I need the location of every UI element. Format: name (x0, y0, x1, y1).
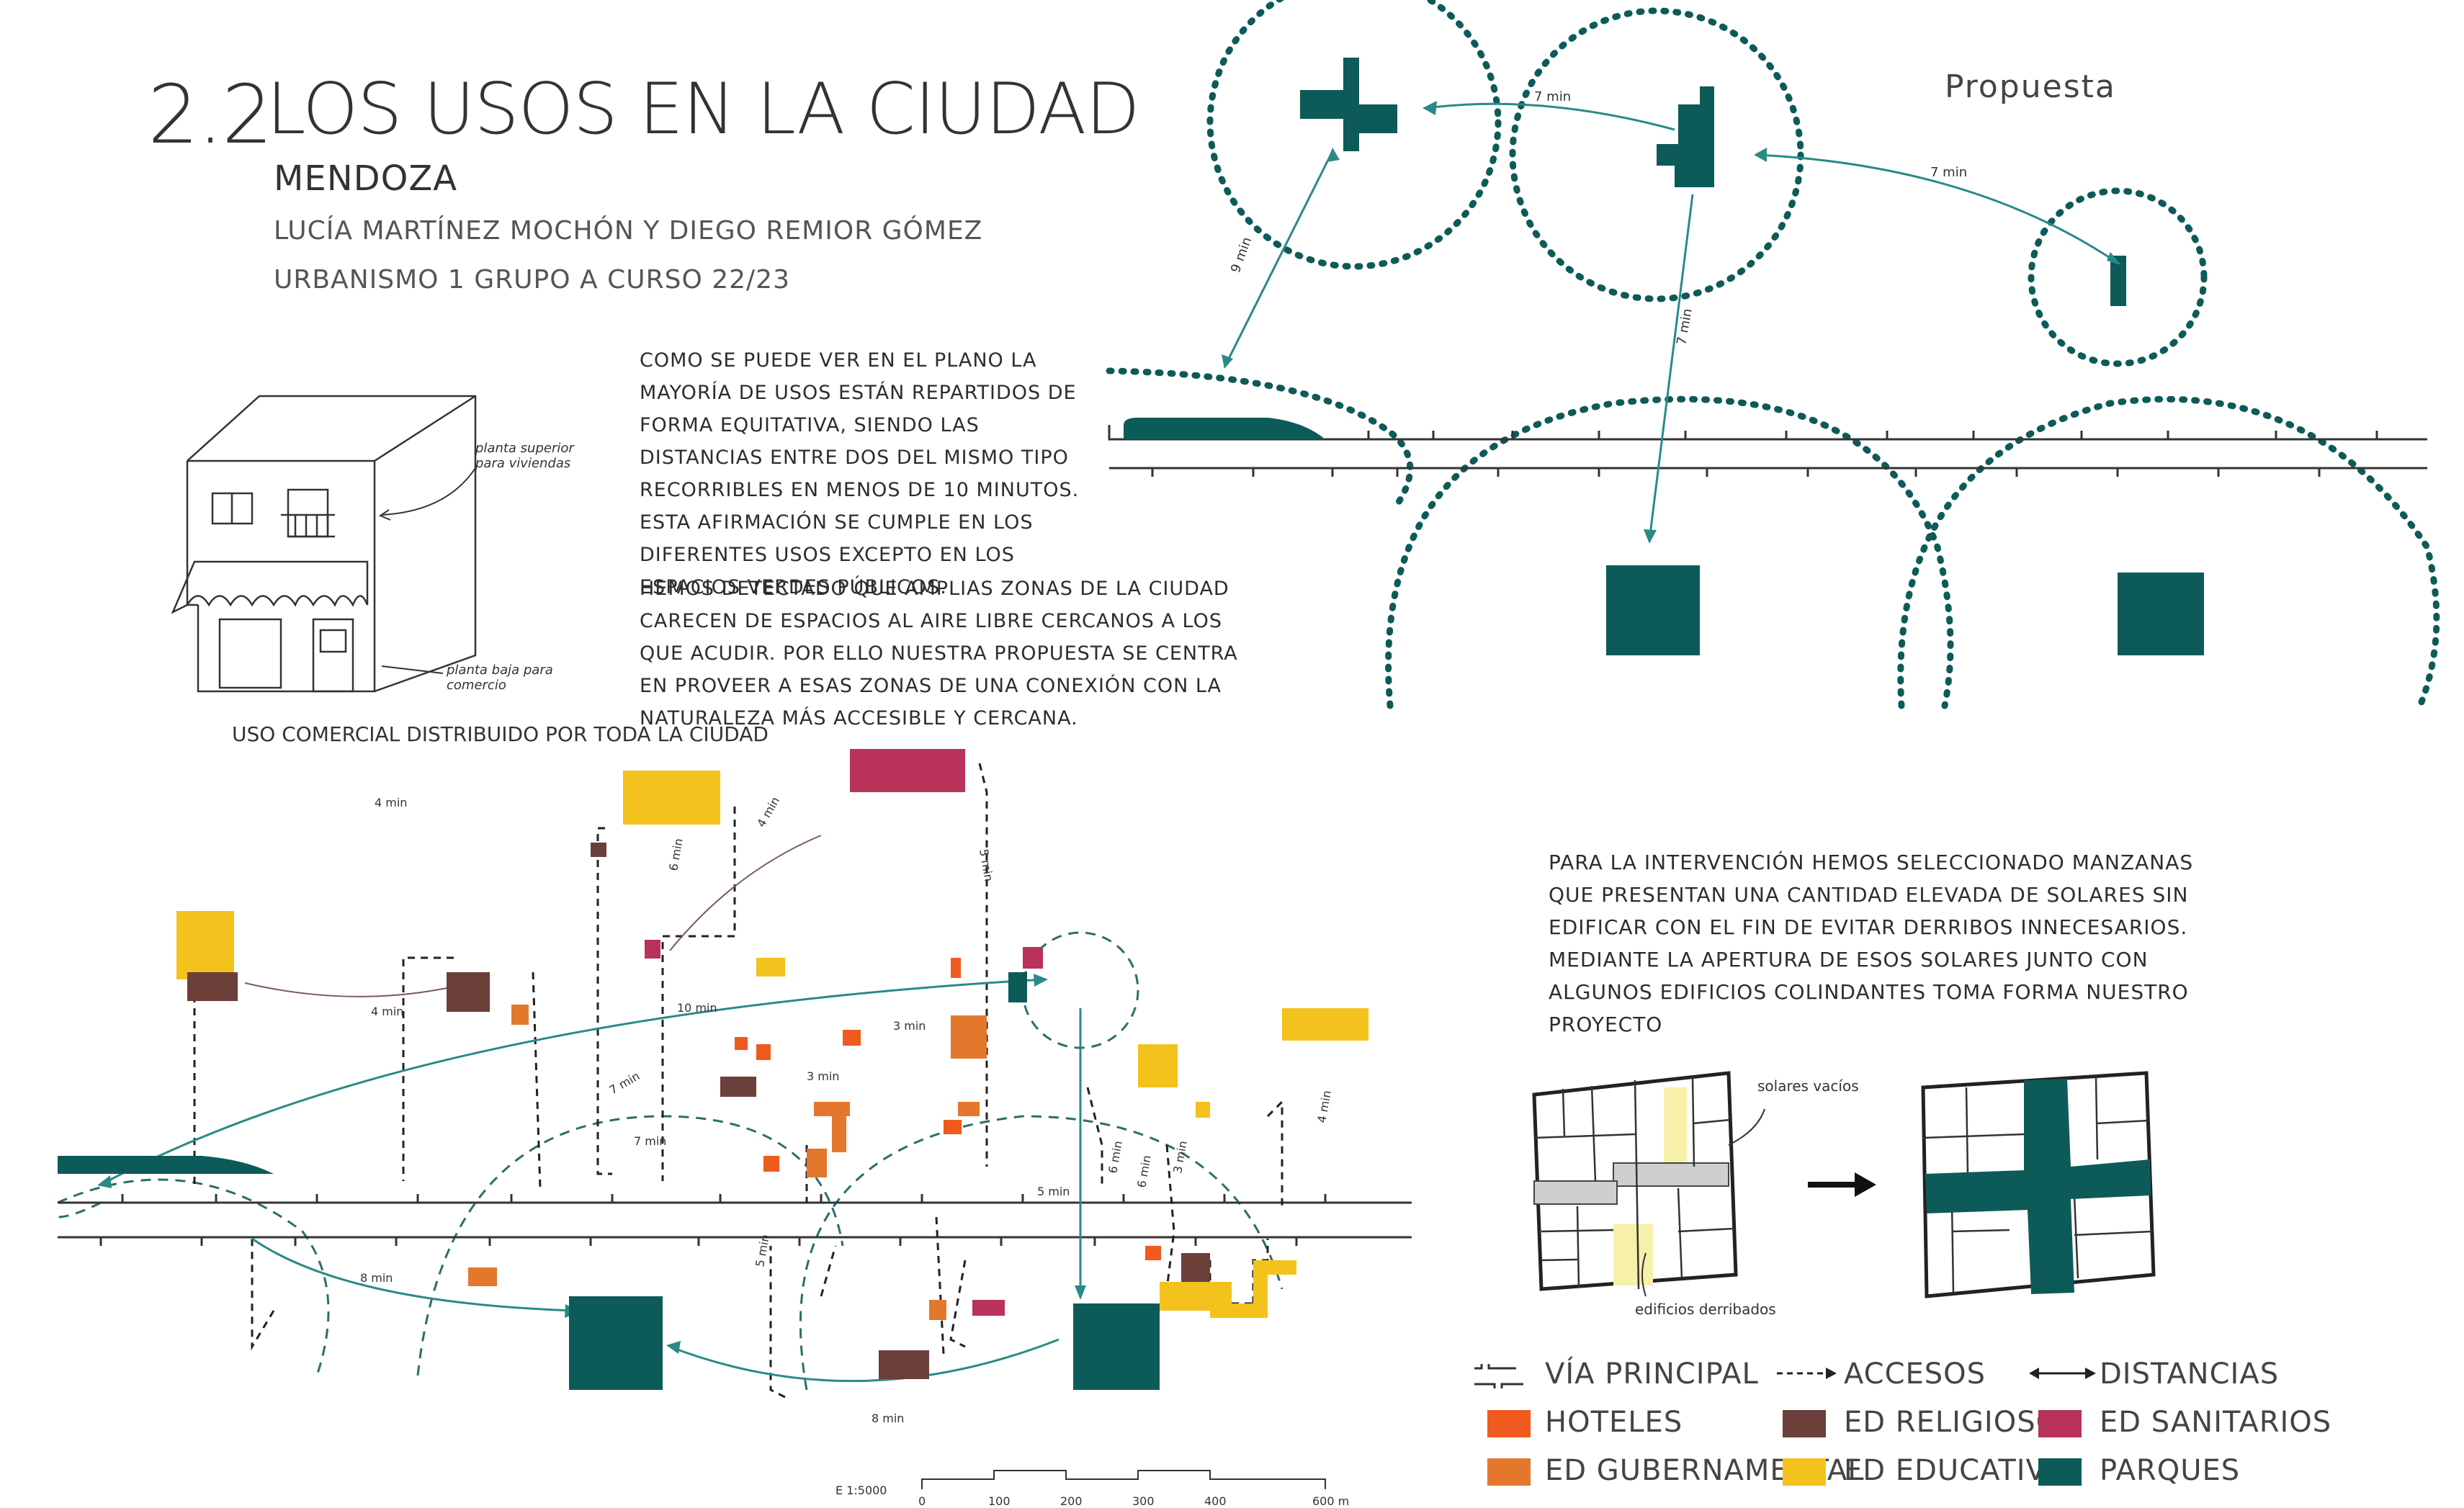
legend-label: ED SANITARIOS (2100, 1406, 2332, 1439)
legend: VÍA PRINCIPAL ACCESOS DISTANCIAS HOTELES… (1473, 1354, 2424, 1498)
proposal-range-circle (1206, 0, 1502, 270)
map-park (1008, 972, 1027, 1002)
map-time-label: 5 min (753, 1234, 772, 1268)
scale-tick: 600 m (1312, 1494, 1350, 1508)
legend-label: ACCESOS (1844, 1357, 1986, 1391)
hotel-swatch (1487, 1410, 1531, 1437)
map-time-label: 4 min (1314, 1090, 1334, 1124)
double-arrow-legend-icon (2029, 1368, 2096, 1379)
transformation-arrow (1808, 1172, 1876, 1197)
park-swatch (2038, 1458, 2082, 1486)
note-ground-floor: planta baja para comercio (447, 663, 553, 693)
proposal-park (1606, 565, 1700, 655)
education-building (623, 771, 720, 825)
map-buildings (176, 749, 1368, 1390)
proposal-range-circle (1509, 7, 1804, 302)
map-time-label: 8 min (360, 1271, 393, 1285)
proposal-time-label: 7 min (1930, 165, 1967, 180)
page-title: LOS USOS EN LA CIUDAD (266, 68, 1140, 151)
map-time-label: 5 min (1037, 1185, 1070, 1198)
scale-tick: 0 (918, 1494, 926, 1508)
course-info: URBANISMO 1 GRUPO A CURSO 22/23 (274, 265, 790, 295)
health-swatch (2038, 1410, 2082, 1437)
map-time-label: 3 min (1170, 1140, 1190, 1175)
proposal-time-label: 7 min (1534, 89, 1571, 104)
proposal-range-circle (2028, 187, 2208, 367)
proposal-time-label: 9 min (1228, 235, 1255, 274)
dashed-arrow-legend-icon (1777, 1368, 1837, 1379)
scale-tick: 300 (1132, 1494, 1155, 1508)
education-building (176, 911, 234, 979)
education-swatch (1783, 1458, 1826, 1486)
intro-paragraph-1: Como se puede ver en el plano la mayoría… (640, 349, 1080, 598)
legend-label: HOTELES (1545, 1406, 1683, 1439)
label-empty-lots: solares vacíos (1757, 1077, 1859, 1095)
city-subtitle: MENDOZA (274, 158, 458, 199)
map-time-label: 4 min (371, 1005, 403, 1018)
health-building (850, 749, 965, 792)
proposal-park (2118, 573, 2204, 655)
religious-swatch (1783, 1410, 1826, 1437)
proposal-park (1124, 418, 1325, 439)
intro-paragraph-2: Hemos detectado que amplias zonas de la … (640, 578, 1238, 730)
label-demolished: edificios derribados (1635, 1301, 1776, 1318)
scale-tick: 400 (1204, 1494, 1227, 1508)
map-time-label: 6 min (1106, 1140, 1125, 1175)
map-park (58, 1156, 274, 1174)
map-time-label: 7 min (634, 1134, 666, 1148)
intervention-text: Para la intervención hemos seleccionado … (1549, 851, 2194, 1036)
authors: LUCÍA MARTÍNEZ MOCHÓN Y DIEGO REMIOR GÓM… (274, 216, 983, 246)
commercial-building-sketch (171, 395, 477, 693)
block-before (1532, 1071, 1738, 1291)
scale-bar (921, 1470, 1326, 1489)
map-time-label: 5 min (977, 848, 996, 882)
road-legend-icon (1474, 1364, 1523, 1388)
intervention-diagram: solares vacíos edificios derribados (1532, 1071, 2156, 1318)
map-time-label: 6 min (1134, 1154, 1154, 1189)
map-time-label: 8 min (872, 1411, 904, 1425)
note-upper-floor: planta superior para viviendas (475, 441, 574, 471)
proposal-park (1657, 86, 1714, 187)
block-after (1921, 1071, 2156, 1298)
section-number: 2.2 (148, 68, 273, 162)
proposal-diagram: 7 min 7 min 9 min 7 min (1106, 0, 2440, 709)
proposal-park (2110, 256, 2126, 306)
legend-label: ED EDUCATIVO (1844, 1454, 2069, 1487)
scale-tick: 200 (1060, 1494, 1083, 1508)
map-time-label: 10 min (677, 1001, 717, 1015)
legend-label: PARQUES (2100, 1454, 2241, 1487)
map-park (1073, 1303, 1160, 1390)
map-time-label: 4 min (375, 796, 407, 809)
religious-building (187, 972, 238, 1001)
map-time-label: 4 min (754, 794, 782, 830)
government-swatch (1487, 1458, 1531, 1486)
scale-label: E 1:5000 (835, 1484, 887, 1497)
uses-map: 4 min 4 min 6 min 4 min 5 min 3 min 3 mi… (57, 749, 1412, 1425)
map-time-label: 6 min (666, 838, 686, 872)
map-time-label: 3 min (807, 1069, 839, 1083)
map-time-label: 7 min (607, 1069, 642, 1097)
building-caption: USO COMERCIAL DISTRIBUIDO POR TODA LA CI… (232, 722, 769, 746)
map-time-label: 3 min (893, 1019, 926, 1033)
map-park (569, 1296, 663, 1390)
legend-label: VÍA PRINCIPAL (1545, 1357, 1759, 1391)
proposal-title: Propuesta (1945, 68, 2116, 105)
legend-label: ED RELIGIOSO (1844, 1406, 2060, 1439)
annotation-arrows (378, 467, 476, 674)
scale-tick: 100 (988, 1494, 1011, 1508)
legend-label: DISTANCIAS (2100, 1357, 2280, 1391)
